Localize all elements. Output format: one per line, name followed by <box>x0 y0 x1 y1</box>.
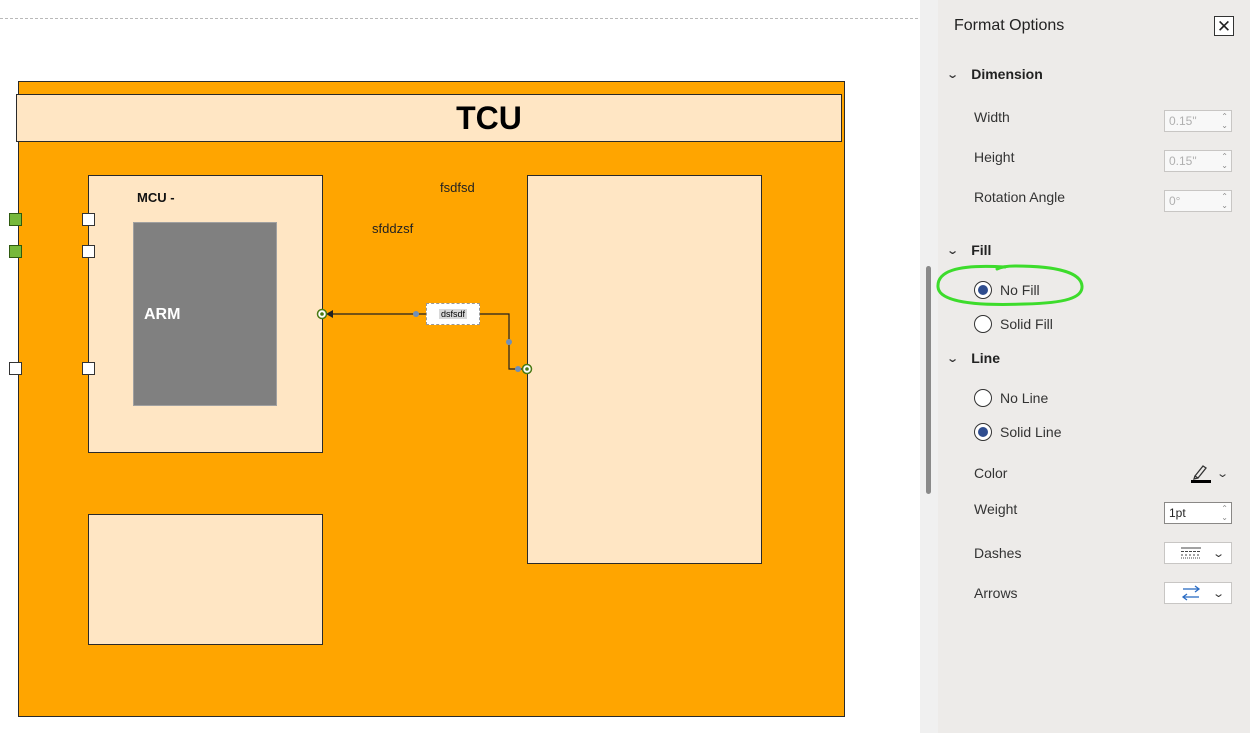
radio-unselected[interactable] <box>974 315 992 333</box>
spinner-arrows-icon[interactable]: ⌃⌄ <box>1221 192 1228 210</box>
no-line-radio[interactable]: No Line <box>974 389 1048 407</box>
diagram-canvas[interactable]: TCU MCU - ARM fsdfsd sfddzsf dsfsdf <box>0 0 920 733</box>
spinner-arrows-icon[interactable]: ⌃⌄ <box>1221 152 1228 170</box>
format-options-panel: Format Options ✕ ⌄ Dimension Width 0.15"… <box>938 0 1250 733</box>
port-mcu-1[interactable] <box>82 213 95 226</box>
arrows-icon <box>1181 585 1201 601</box>
color-label: Color <box>974 465 1008 481</box>
port-mcu-2[interactable] <box>82 245 95 258</box>
port-green-1[interactable] <box>9 213 22 226</box>
radio-selected[interactable] <box>974 423 992 441</box>
spinner-arrows-icon[interactable]: ⌃⌄ <box>1221 112 1228 130</box>
chevron-down-icon: ⌄ <box>1211 547 1225 560</box>
width-input[interactable]: 0.15" ⌃⌄ <box>1164 110 1232 132</box>
weight-input[interactable]: 1pt ⌃⌄ <box>1164 502 1232 524</box>
radio-unselected[interactable] <box>974 389 992 407</box>
port-left-3[interactable] <box>9 362 22 375</box>
arm-label: ARM <box>144 306 181 323</box>
scrollbar-thumb[interactable] <box>926 266 931 494</box>
panel-title: Format Options <box>954 17 1065 34</box>
dashes-label: Dashes <box>974 545 1022 561</box>
spinner-arrows-icon[interactable]: ⌃⌄ <box>1221 504 1228 522</box>
right-box[interactable] <box>527 175 762 564</box>
floating-text-sfddzsf[interactable]: sfddzsf <box>372 221 414 236</box>
no-fill-radio[interactable]: No Fill <box>974 281 1040 299</box>
fill-section-toggle[interactable]: ⌄ Fill <box>946 242 992 258</box>
line-section-toggle[interactable]: ⌄ Line <box>946 350 1000 366</box>
mcu-label: MCU - <box>137 190 175 205</box>
dashes-icon <box>1181 547 1201 559</box>
height-input[interactable]: 0.15" ⌃⌄ <box>1164 150 1232 172</box>
port-green-2[interactable] <box>9 245 22 258</box>
width-label: Width <box>974 109 1010 125</box>
close-button[interactable]: ✕ <box>1214 16 1234 36</box>
close-icon: ✕ <box>1216 16 1232 36</box>
lower-left-box[interactable] <box>88 514 323 645</box>
canvas-scrollbar[interactable] <box>920 0 938 733</box>
chevron-down-icon: ⌄ <box>1211 587 1225 600</box>
arm-block[interactable]: ARM <box>133 222 277 406</box>
connector-line[interactable] <box>0 0 920 733</box>
dashes-dropdown[interactable]: ⌄ <box>1164 542 1232 564</box>
pen-color-icon <box>1191 465 1211 483</box>
arrows-label: Arrows <box>974 585 1018 601</box>
chevron-down-icon: ⌄ <box>946 244 960 257</box>
weight-label: Weight <box>974 501 1018 517</box>
chevron-down-icon: ⌄ <box>1216 467 1230 480</box>
radio-selected[interactable] <box>974 281 992 299</box>
highlight-annotation <box>936 264 1084 306</box>
chevron-down-icon: ⌄ <box>946 352 960 365</box>
floating-text-fsdfsd[interactable]: fsdfsd <box>440 180 475 195</box>
rotation-angle-label: Rotation Angle <box>974 189 1066 205</box>
dimension-section-toggle[interactable]: ⌄ Dimension <box>946 66 1043 82</box>
page-boundary <box>0 18 918 19</box>
solid-fill-radio[interactable]: Solid Fill <box>974 315 1053 333</box>
line-color-picker[interactable]: ⌄ <box>1190 462 1230 484</box>
connector-label[interactable]: dsfsdf <box>426 303 480 325</box>
tcu-title-box[interactable]: TCU <box>16 94 842 142</box>
rotation-angle-input[interactable]: 0° ⌃⌄ <box>1164 190 1232 212</box>
arrows-dropdown[interactable]: ⌄ <box>1164 582 1232 604</box>
port-mcu-3[interactable] <box>82 362 95 375</box>
solid-line-radio[interactable]: Solid Line <box>974 423 1062 441</box>
chevron-down-icon: ⌄ <box>946 68 960 81</box>
height-label: Height <box>974 149 1015 165</box>
